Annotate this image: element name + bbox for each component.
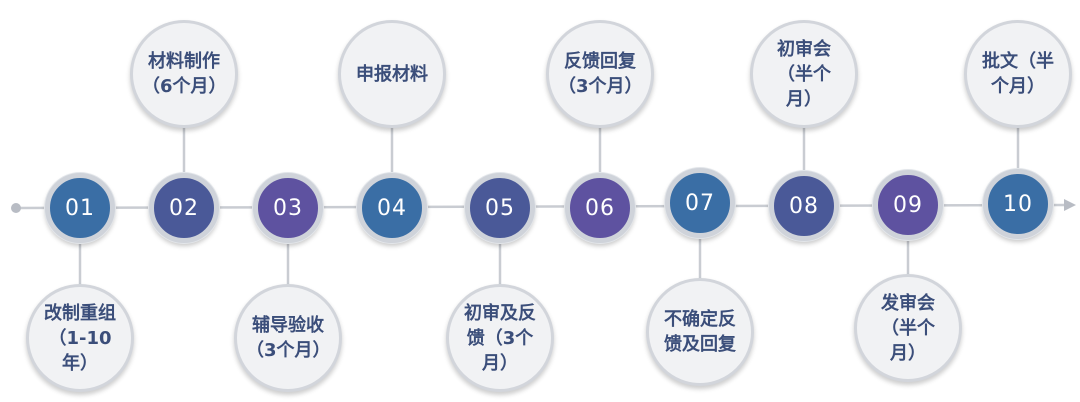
step-number-text: 08: [789, 193, 819, 219]
step-label-08: 初审会（半个月）: [777, 38, 831, 110]
step-number-09: 09: [873, 170, 943, 240]
step-number-text: 03: [273, 195, 303, 221]
step-label-04: 申报材料: [356, 63, 428, 85]
step-number-10: 10: [983, 169, 1053, 239]
step-bubble-04: 申报材料: [338, 20, 446, 128]
step-label-01: 改制重组（1-10年）: [44, 302, 116, 374]
step-label-05: 初审及反馈（3个月）: [464, 302, 536, 374]
step-number-text: 07: [685, 190, 715, 216]
step-bubble-03: 辅导验收（3个月）: [234, 284, 342, 392]
step-label-02: 材料制作（6个月）: [142, 51, 227, 97]
step-number-04: 04: [357, 173, 427, 243]
step-number-01: 01: [45, 173, 115, 243]
step-number-text: 05: [485, 195, 515, 221]
step-number-06: 06: [565, 173, 635, 243]
step-label-07: 不确定反馈及回复: [664, 309, 736, 355]
step-bubble-08: 初审会（半个月）: [750, 20, 858, 128]
step-label-03: 辅导验收（3个月）: [246, 315, 331, 361]
step-bubble-09: 发审会（半个月）: [854, 274, 962, 382]
step-bubble-05: 初审及反馈（3个月）: [446, 284, 554, 392]
timeline-start-dot: [11, 203, 21, 213]
step-number-07: 07: [665, 168, 735, 238]
step-label-10: 批文（半个月）: [982, 51, 1054, 97]
step-number-05: 05: [465, 173, 535, 243]
step-label-06: 反馈回复（3个月）: [558, 51, 643, 97]
step-number-02: 02: [149, 173, 219, 243]
step-number-text: 10: [1003, 191, 1033, 217]
step-bubble-06: 反馈回复（3个月）: [546, 20, 654, 128]
step-number-text: 04: [377, 195, 407, 221]
step-number-text: 06: [585, 195, 615, 221]
timeline-arrowhead: [1064, 199, 1076, 211]
step-bubble-02: 材料制作（6个月）: [130, 20, 238, 128]
step-bubble-01: 改制重组（1-10年）: [26, 284, 134, 392]
step-label-09: 发审会（半个月）: [881, 292, 935, 364]
step-number-text: 01: [65, 195, 95, 221]
step-bubble-07: 不确定反馈及回复: [646, 278, 754, 386]
step-number-text: 02: [169, 195, 199, 221]
step-number-03: 03: [253, 173, 323, 243]
step-bubble-10: 批文（半个月）: [964, 20, 1072, 128]
step-number-text: 09: [893, 192, 923, 218]
step-number-08: 08: [769, 171, 839, 241]
